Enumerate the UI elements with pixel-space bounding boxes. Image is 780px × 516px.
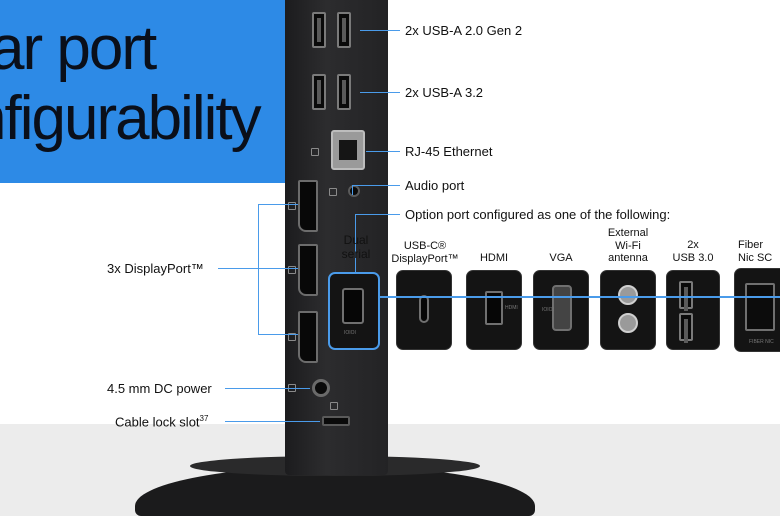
displayport-icon <box>288 266 296 274</box>
audio-jack <box>348 185 360 197</box>
title-line-2: nfigurability <box>0 84 262 153</box>
label-usb-a-3: 2x USB-A 3.2 <box>405 85 484 100</box>
callout-line-dc <box>225 388 310 389</box>
fiber-port-mark: FIBER NIC <box>749 339 774 345</box>
serial-port <box>342 288 364 324</box>
displayport-2 <box>298 244 318 296</box>
thin-client-device <box>285 0 388 475</box>
option-header-hdmi: HDMI <box>479 252 509 264</box>
antenna-connector-2 <box>618 313 638 333</box>
callout-line-option <box>355 214 400 215</box>
option-module-hdmi: HDMI <box>466 270 522 350</box>
serial-port-mark: IOIOI <box>344 330 356 336</box>
callout-line-rj45 <box>366 151 400 152</box>
option-module-wifi-antenna <box>600 270 656 350</box>
usb3-port-1 <box>679 281 693 311</box>
option-module-usb-c <box>396 270 452 350</box>
network-icon <box>311 148 319 156</box>
label-rj45: RJ-45 Ethernet <box>405 144 493 159</box>
usb-a-2-port-1 <box>312 12 326 48</box>
cable-lock-slot <box>322 416 350 426</box>
callout-line-usb2 <box>360 30 400 31</box>
rj45-port <box>331 130 365 170</box>
displayport-icon <box>288 202 296 210</box>
callout-line-audio-drop <box>352 185 353 195</box>
hdmi-port <box>485 291 503 325</box>
option-module-vga: IOIOI <box>533 270 589 350</box>
label-dc-power: 4.5 mm DC power <box>107 381 212 396</box>
callout-line-dp2 <box>258 268 298 269</box>
displayport-1 <box>298 180 318 232</box>
label-usb-a-2: 2x USB-A 2.0 Gen 2 <box>405 23 523 38</box>
usb-c-port <box>419 295 429 323</box>
label-audio: Audio port <box>405 178 465 193</box>
option-header-vga: VGA <box>549 252 573 264</box>
dc-power-jack <box>312 379 330 397</box>
callout-line-dp1 <box>258 204 298 205</box>
label-displayport: 3x DisplayPort™ <box>107 261 204 276</box>
hdmi-port-mark: HDMI <box>505 305 518 311</box>
option-module-dual-serial: IOIOI <box>328 272 380 350</box>
callout-line-dp-bracket <box>258 204 259 334</box>
displayport-icon <box>288 333 296 341</box>
callout-line-dp-label <box>218 268 258 269</box>
callout-line-audio <box>352 185 400 186</box>
headphone-icon <box>329 188 337 196</box>
title-panel: ar port nfigurability <box>0 0 285 183</box>
option-chain-line <box>380 296 780 298</box>
option-module-usb3 <box>666 270 720 350</box>
usb-a-2-port-2 <box>337 12 351 48</box>
vga-port-mark: IOIOI <box>542 307 554 313</box>
footnote-mark: 37 <box>199 414 209 423</box>
antenna-connector-1 <box>618 285 638 305</box>
usb-a-3-port-1 <box>312 74 326 110</box>
callout-line-option-drop <box>355 214 356 272</box>
fiber-port <box>745 283 775 331</box>
lock-icon <box>330 402 338 410</box>
callout-line-dp3 <box>258 334 298 335</box>
displayport-3 <box>298 311 318 363</box>
option-header-usb-c: USB-C®DisplayPort™ <box>391 240 459 265</box>
label-cable-lock: Cable lock slot37 <box>115 414 209 430</box>
usb-a-3-port-2 <box>337 74 351 110</box>
label-option-port: Option port configured as one of the fol… <box>405 207 671 222</box>
title-line-1: ar port <box>0 14 157 83</box>
callout-line-usb3 <box>360 92 400 93</box>
option-module-fiber-nic: FIBER NIC <box>734 268 780 352</box>
usb3-port-2 <box>679 313 693 343</box>
vga-port <box>552 285 572 331</box>
callout-line-lock <box>225 421 320 422</box>
